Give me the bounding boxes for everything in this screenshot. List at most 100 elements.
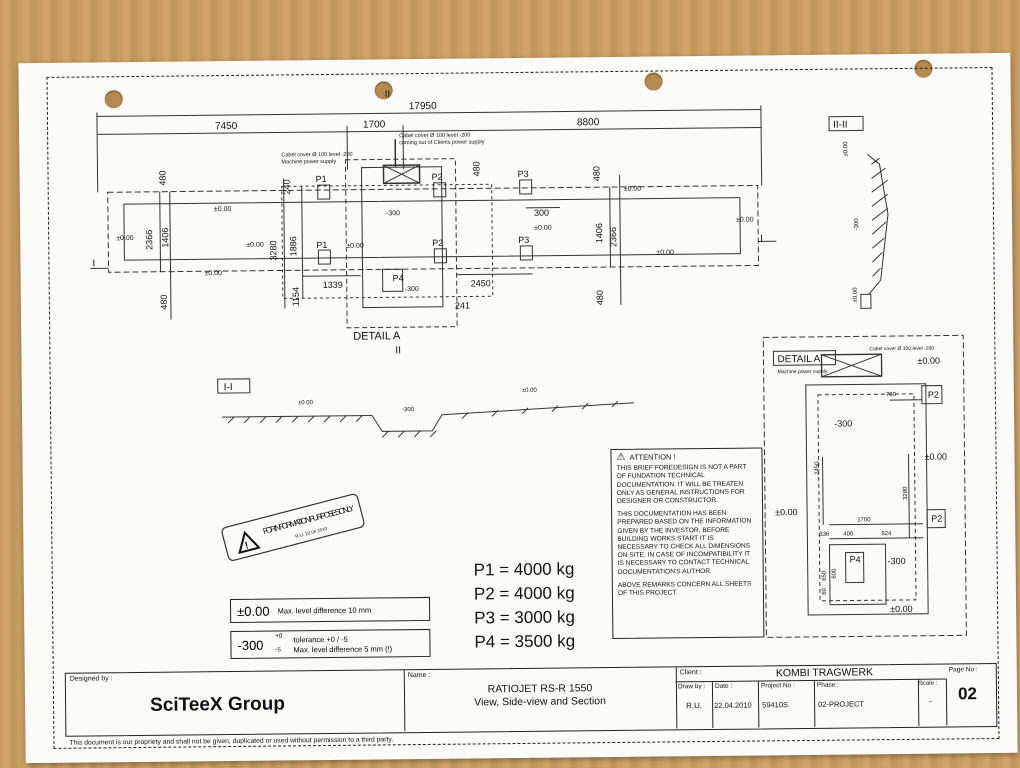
level-zero: ±0.00 xyxy=(924,452,947,462)
legend-zero-text: Max. level difference 10 mm xyxy=(277,605,372,616)
pad-label-p2: P2 xyxy=(432,172,443,182)
note-cable-2: Cabel cover Ø 100 level -200 xyxy=(399,132,470,139)
detail-note: Machine power supply xyxy=(778,369,828,376)
dim-1154: 1154 xyxy=(291,287,301,306)
tb-draw-label: Draw by : xyxy=(677,683,706,691)
tb-date: 22.04.2010 xyxy=(714,700,752,710)
attention-box: ⚠ ATTENTION ! THIS BRIEF FOREDESIGN IS N… xyxy=(610,447,765,640)
pad-label-p1: P1 xyxy=(316,174,327,184)
dim-1406: 1406 xyxy=(594,223,604,243)
warning-icon: ⚠ xyxy=(616,451,626,463)
detail-dim-760: 760 xyxy=(886,392,897,398)
tb-page-cell: Page No : 02 xyxy=(946,664,997,726)
note-cable-1b: Machine power supply xyxy=(281,159,336,166)
level-zero: ±0.00 xyxy=(246,242,264,249)
dim-480: 480 xyxy=(159,295,169,310)
legend-zero: ±0.00 Max. level difference 10 mm xyxy=(229,596,431,624)
detail-a-title: DETAIL A xyxy=(777,354,820,365)
detail-a-label: DETAIL A xyxy=(353,330,401,342)
dim-241: 241 xyxy=(455,300,470,310)
dim-2366: 2366 xyxy=(608,227,618,247)
level-zero: ±0.00 xyxy=(534,225,552,232)
tb-designer-cell: Designed by : SciTeeX Group xyxy=(65,670,406,735)
level-minus300: -300 xyxy=(834,419,852,429)
level-zero: ±0.00 xyxy=(890,604,913,614)
tb-name-label: Name : xyxy=(407,671,431,680)
pad-label-p2: P2 xyxy=(931,514,942,524)
level-minus300: -300 xyxy=(888,556,906,566)
tb-phase-cell: Phase : 02-PROJECT xyxy=(813,678,920,727)
level-zero: ±0.00 xyxy=(775,507,798,517)
company-logo-text: SciTeeX Group xyxy=(149,693,285,716)
tb-client: KOMBI TRAGWERK xyxy=(775,666,874,680)
legend-tol-minus: -5 xyxy=(275,647,281,654)
level-zero: ±0.00 xyxy=(522,388,538,394)
note-cable-1: Cabel cover Ø 100 level -200 xyxy=(281,152,352,159)
detail-dim-60: 60 xyxy=(822,587,828,594)
legend-m300-symbol: -300 xyxy=(237,637,264,653)
level-minus300: -300 xyxy=(405,286,419,293)
dim-total: 17950 xyxy=(409,101,437,112)
section-marker-ii: II xyxy=(395,345,401,356)
attention-line: IS NECESSARY TO CONTACT TECHNICAL xyxy=(617,559,750,568)
level-zero: ±0.00 xyxy=(853,287,859,303)
level-minus300: -300 xyxy=(854,218,860,231)
section-marker-ii: II xyxy=(385,89,391,100)
tb-name-cell: Name : RATIOJET RS-R 1550 View, Side-vie… xyxy=(403,667,678,732)
dim-2366: 2366 xyxy=(144,230,154,250)
pad-label-p4: P4 xyxy=(850,554,861,564)
dim-right: 8800 xyxy=(577,117,600,128)
section-marker-i: I xyxy=(760,233,763,244)
level-zero: ±0.00 xyxy=(917,356,940,366)
pad-label-p2: P2 xyxy=(928,390,939,400)
tb-scale-cell: Scale : - xyxy=(917,678,948,726)
attention-line: PREPARED BASED ON THE INFORMATION xyxy=(617,517,752,527)
tb-phase-label: Phase : xyxy=(816,681,840,689)
dim-480: 480 xyxy=(595,290,605,305)
pad-label-p3: P3 xyxy=(518,235,529,245)
load-item: P4 = 3500 kg xyxy=(474,631,576,652)
attention-title: ATTENTION ! xyxy=(629,452,676,462)
level-zero: ±0.00 xyxy=(298,400,314,406)
legend-minus300: -300 +0 -5 tolerance +0 / -5 Max. level … xyxy=(230,628,431,660)
detail-dim-336: 336 xyxy=(819,532,830,538)
legend-zero-symbol: ±0.00 xyxy=(237,603,270,619)
drawing-sheet: 17950 7450 1700 8800 Cabel cover Ø 100 l… xyxy=(18,52,1018,764)
load-item: P2 = 4000 kg xyxy=(473,583,575,604)
detail-dim-2450: 2450 xyxy=(815,461,821,475)
dim-300: 300 xyxy=(534,208,549,218)
load-item: P1 = 4000 kg xyxy=(473,559,575,580)
dim-mid: 1700 xyxy=(363,119,386,130)
dim-2450: 2450 xyxy=(471,278,491,288)
detail-dim-3280: 3280 xyxy=(903,486,909,500)
note-cable-2b: coming out of Clients power supply xyxy=(399,139,485,146)
level-minus300: -300 xyxy=(402,407,415,413)
detail-cable: Cabel cover Ø 100 level -200 xyxy=(869,346,934,353)
level-zero: ±0.00 xyxy=(843,141,849,157)
pad-label-p1: P1 xyxy=(316,240,327,250)
tb-phase: 02-PROJECT xyxy=(818,699,865,709)
tb-project-label: Project No : xyxy=(760,682,795,690)
tb-page: 02 xyxy=(957,684,978,704)
dim-480: 480 xyxy=(157,171,167,186)
level-zero: ±0.00 xyxy=(116,235,134,242)
tb-project-cell: Project No : 59410S xyxy=(757,679,816,728)
attention-line: ABOVE REMARKS CONCERN ALL SHEETS xyxy=(617,580,752,589)
tb-scale-label: Scale : xyxy=(918,680,938,687)
detail-dim-924: 924 xyxy=(881,531,892,537)
level-minus300: -300 xyxy=(386,210,400,217)
detail-dim-600: 600 xyxy=(832,568,838,579)
pad-label-p2: P2 xyxy=(432,238,443,248)
section-marker-i: I xyxy=(92,258,95,269)
detail-dim-400: 400 xyxy=(843,531,854,537)
level-zero: ±0.00 xyxy=(624,186,642,193)
tb-date-cell: Date : 22.04.2010 xyxy=(711,680,760,728)
level-zero: ±0.00 xyxy=(736,217,754,224)
dim-480: 480 xyxy=(591,166,601,181)
dim-3280: 3280 xyxy=(268,240,278,260)
drawing-canvas: 17950 7450 1700 8800 Cabel cover Ø 100 l… xyxy=(90,89,967,638)
pad-label-p3: P3 xyxy=(517,169,528,179)
attention-line: DOCUMENTATION'S AUTHOR. xyxy=(617,567,712,576)
